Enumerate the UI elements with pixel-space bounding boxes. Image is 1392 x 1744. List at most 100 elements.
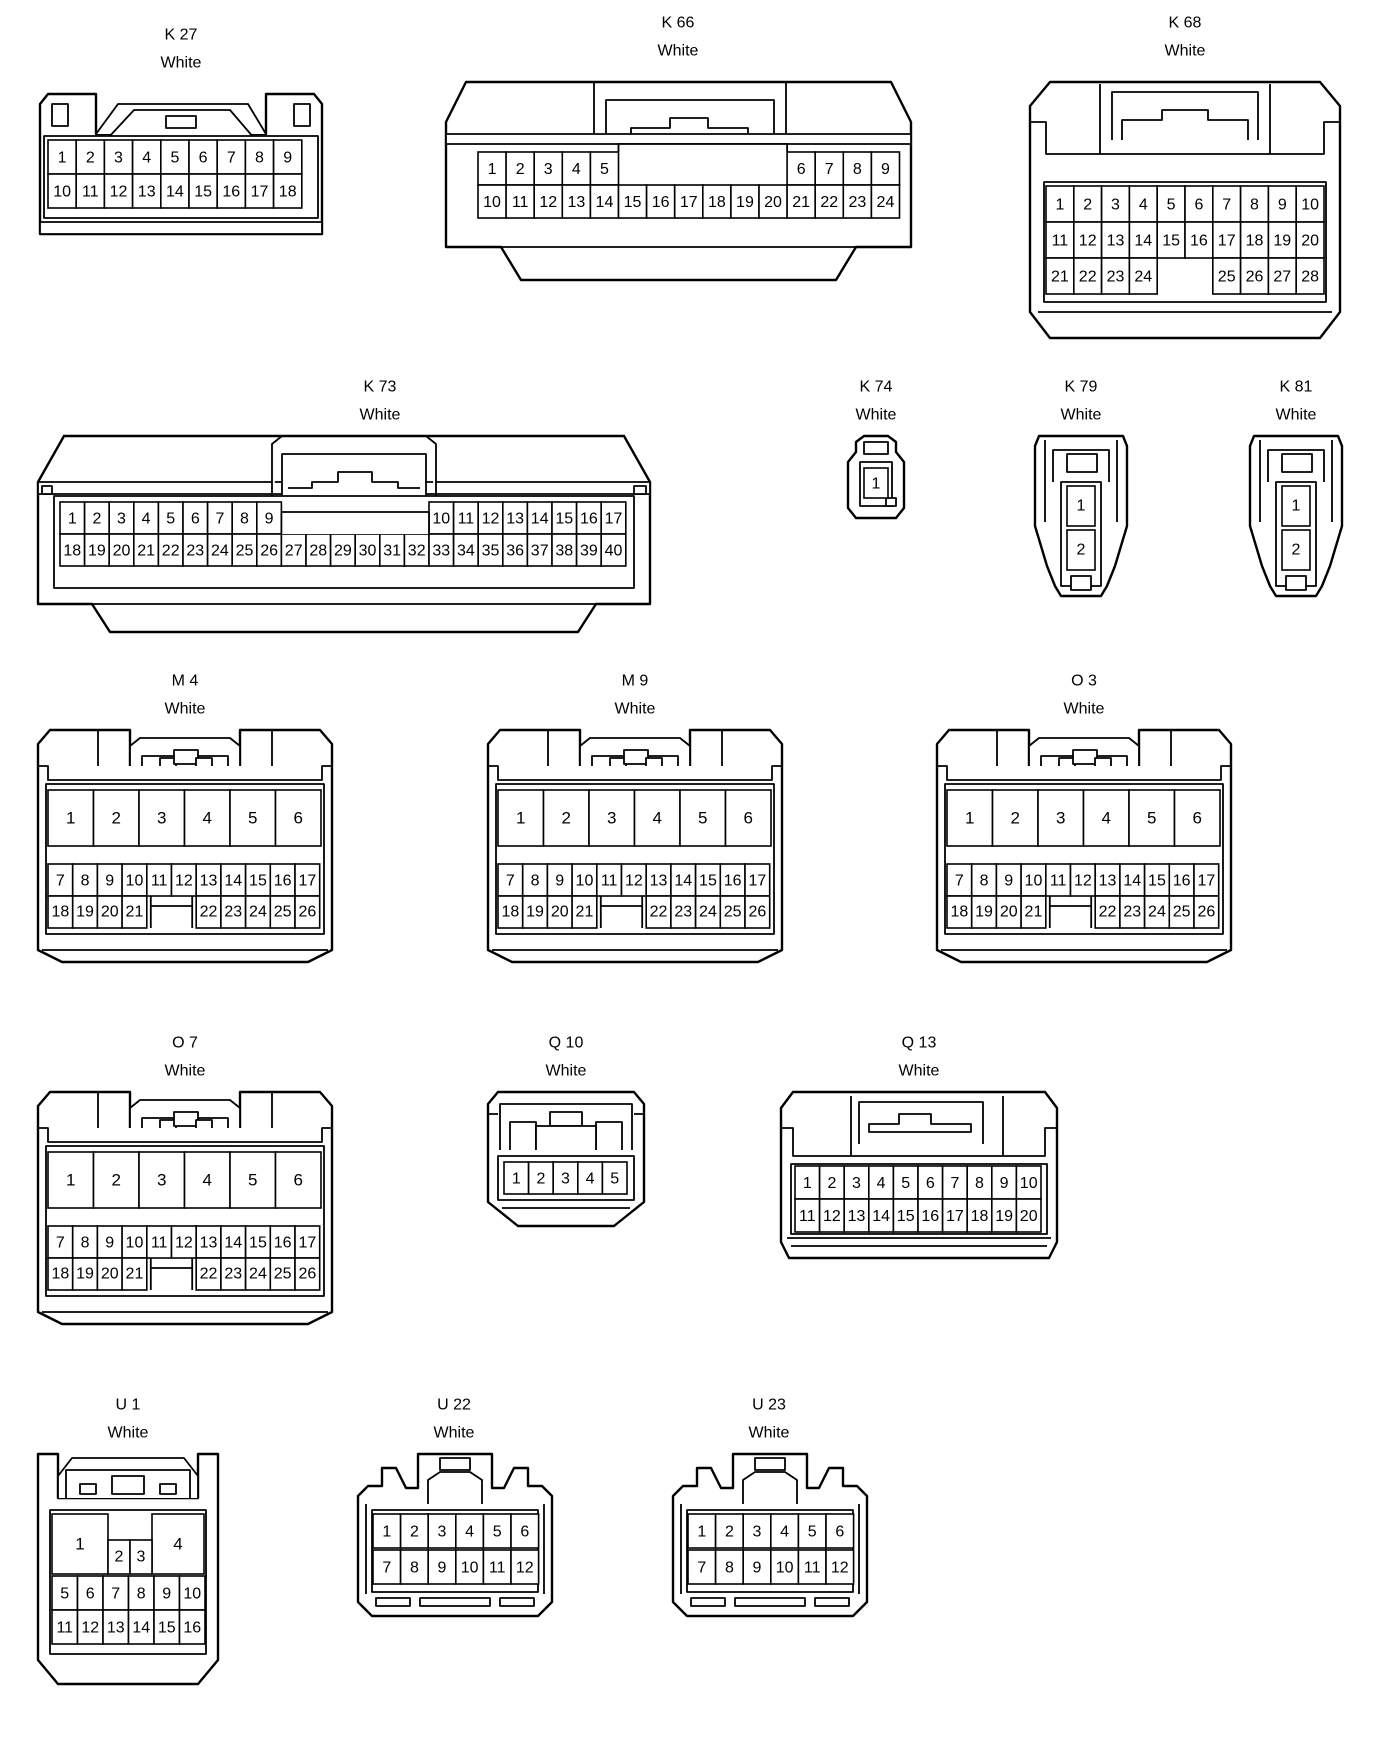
pin-number: 4 [653, 809, 662, 828]
pin-number: 20 [551, 904, 569, 921]
pin-number: 13 [848, 1208, 866, 1225]
upper-rail [445, 133, 912, 145]
pin-number: 2 [92, 511, 101, 528]
pin-cell [600, 533, 627, 567]
pin-number: 1 [382, 1524, 391, 1541]
pin-number: 13 [1107, 233, 1125, 250]
pin-number: 1 [1292, 498, 1301, 515]
pin-cell [1295, 257, 1325, 295]
pin-cell [990, 1198, 1018, 1233]
connector-label: K 81 [1280, 379, 1313, 396]
pin-number: 20 [764, 194, 782, 211]
pin-number: 13 [138, 184, 156, 201]
pin-number: 7 [56, 1235, 65, 1252]
pin-cell [714, 1549, 744, 1585]
pin-number: 23 [186, 543, 204, 560]
key-notch [885, 497, 897, 507]
pin-cell [814, 184, 845, 219]
connector-label: M 4 [172, 673, 199, 690]
pin-number: 10 [776, 1560, 794, 1577]
pin-number: 3 [117, 511, 126, 528]
latch-post [593, 82, 787, 142]
lock-tab [165, 115, 197, 129]
pin-cell [552, 1161, 579, 1195]
pin-number: 22 [200, 904, 218, 921]
pin-number: 1 [965, 809, 974, 828]
pin-number: 21 [792, 194, 810, 211]
pin-number: 5 [248, 1171, 257, 1190]
pin-cell [403, 533, 430, 567]
pin-cell [182, 533, 209, 567]
pin-number: 9 [105, 873, 114, 890]
pin-cell [399, 1549, 430, 1585]
pin-number: 26 [260, 543, 278, 560]
side-rib [51, 103, 69, 127]
pin-cell [127, 1609, 155, 1645]
pin-cell [121, 895, 148, 929]
pin-cell [269, 895, 296, 929]
key-notch [1285, 575, 1307, 591]
pin-cell [818, 1198, 845, 1233]
base-slot [375, 1597, 411, 1607]
pin-cell [1267, 221, 1298, 259]
pin-number: 2 [725, 1524, 734, 1541]
key-notch [1048, 905, 1093, 928]
pin-cell [1066, 485, 1096, 527]
shoulder [936, 766, 1232, 780]
pin-number: 23 [848, 194, 866, 211]
pin-cell [870, 184, 901, 219]
pin-cell [1100, 257, 1131, 295]
connector-color-label: White [161, 55, 202, 72]
pin-cell [503, 1161, 530, 1195]
pin-cell [188, 139, 219, 175]
pin-cell [825, 1513, 855, 1549]
key-notch [149, 1267, 194, 1290]
pin-number: 4 [572, 161, 581, 178]
pin-cell [51, 1609, 79, 1645]
base-rail [39, 221, 323, 235]
connector-label: U 22 [437, 1397, 471, 1414]
pin-cell [521, 895, 549, 929]
pin-number: 6 [926, 1175, 935, 1192]
pin-number: 7 [382, 1560, 391, 1577]
pin-number: 26 [1246, 269, 1264, 286]
pin-cell [102, 1609, 130, 1645]
connector-label: M 9 [622, 673, 649, 690]
side-rib [996, 730, 1172, 772]
connector-label: U 23 [752, 1397, 786, 1414]
pin-number: 25 [274, 1266, 292, 1283]
pin-cell [75, 173, 106, 209]
pin-number: 13 [200, 873, 218, 890]
pin-number: 5 [901, 1175, 910, 1192]
pin-number: 16 [724, 873, 742, 890]
pin-cell [1193, 895, 1220, 929]
pin-number: 18 [971, 1208, 989, 1225]
pin-number: 20 [1000, 904, 1018, 921]
pin-number: 14 [872, 1208, 890, 1225]
pin-cell [1128, 185, 1159, 223]
pin-cell [526, 501, 553, 535]
pin-number: 5 [1167, 197, 1176, 214]
pin-number: 13 [650, 873, 668, 890]
pin-cell [501, 533, 529, 567]
pin-cell [206, 501, 234, 535]
pin-number: 24 [1134, 269, 1152, 286]
pin-number: 13 [1099, 873, 1117, 890]
pin-cell-large [92, 789, 140, 847]
pin-number: 1 [488, 161, 497, 178]
key-notch [617, 143, 788, 152]
pin-number: 19 [995, 1208, 1013, 1225]
lock-latch [595, 1121, 623, 1150]
pin-cell [1128, 221, 1159, 259]
pin-cell [1020, 895, 1047, 929]
pin-number: 11 [151, 873, 168, 890]
pin-cell [892, 1198, 919, 1233]
pin-cell-large [183, 1151, 231, 1209]
pin-number: 2 [562, 809, 571, 828]
pin-number: 11 [56, 1620, 73, 1637]
connector-color-label: White [546, 1063, 587, 1080]
pin-cell [454, 1549, 485, 1585]
